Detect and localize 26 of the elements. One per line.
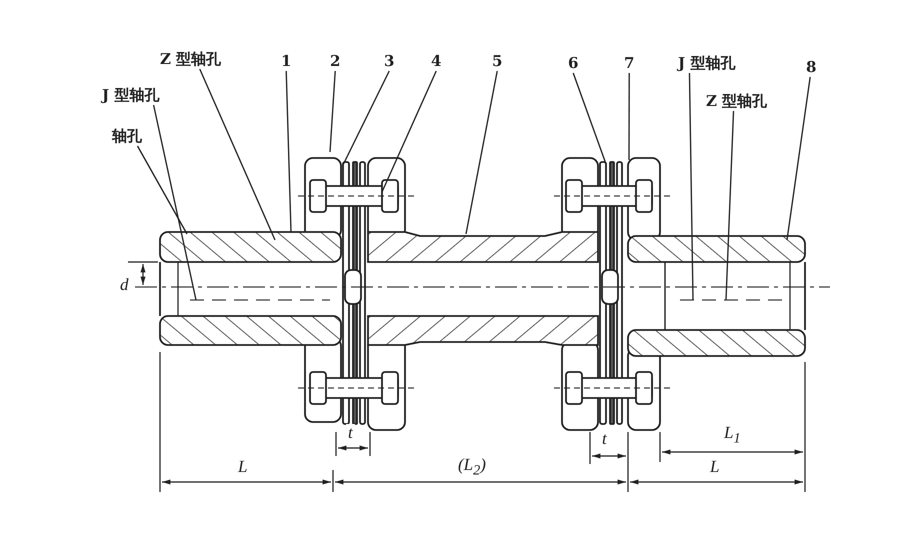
- leader-line: [329, 70, 336, 152]
- leader-line: [342, 70, 390, 166]
- leader-line: [136, 146, 188, 234]
- leader-line: [465, 70, 498, 234]
- callout-label: J 型轴孔: [678, 54, 736, 72]
- callout-label: Z 型轴孔: [160, 50, 222, 68]
- leader-line: [572, 72, 607, 164]
- callout-label: 轴孔: [112, 127, 142, 145]
- callout-label: 6: [568, 54, 578, 72]
- callout-label: Z 型轴孔: [706, 92, 768, 110]
- leader-line: [725, 110, 734, 300]
- leader-line: [152, 104, 197, 300]
- callout-label: J 型轴孔: [102, 86, 160, 104]
- callout-label: 7: [624, 54, 634, 72]
- callout-label: 4: [431, 52, 442, 70]
- callout-label: 2: [330, 52, 340, 70]
- leader-line: [286, 70, 292, 232]
- leader-line: [786, 76, 811, 240]
- callout-label: 5: [492, 52, 502, 70]
- leader-line: [628, 73, 630, 160]
- callout-label: 1: [281, 52, 292, 70]
- callout-label: 8: [806, 58, 816, 76]
- leader-line: [688, 72, 694, 300]
- leader-line: [199, 68, 276, 240]
- callout-label: 3: [384, 52, 394, 70]
- leader-line: [381, 70, 437, 192]
